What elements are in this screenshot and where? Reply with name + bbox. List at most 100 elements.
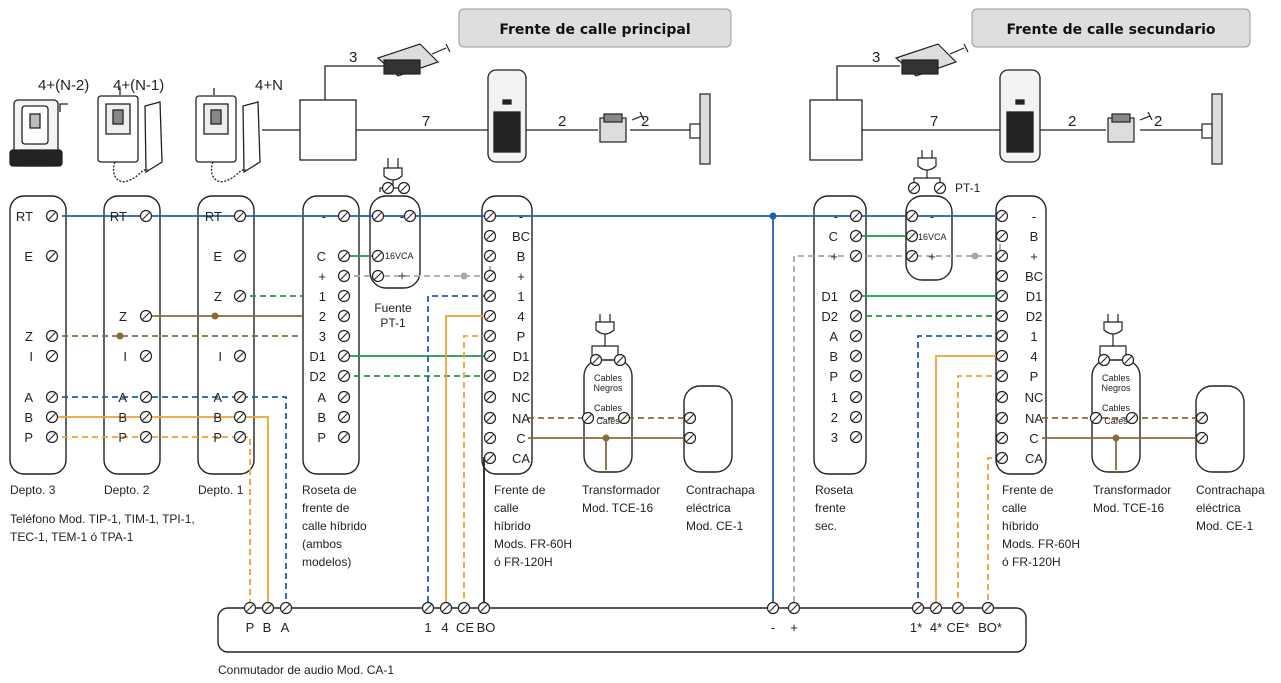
label-2a-left: 2 xyxy=(558,113,566,130)
trafo_left-cables-cafes-1: Cables xyxy=(594,403,623,413)
conmutador-terminal-5: CE xyxy=(456,620,474,635)
roseta_principal-terminal-2: + xyxy=(318,269,326,284)
caption-frente_principal-1: calle xyxy=(494,501,519,515)
fuente-left-plug-screw-b xyxy=(397,181,411,195)
conmutador-screw-1 xyxy=(261,601,275,615)
depto2-terminal-0: RT xyxy=(110,209,127,224)
frente_principal-terminal-2: B xyxy=(517,249,526,264)
roseta_principal-terminal-3: 1 xyxy=(319,289,326,304)
depto1-screw-4 xyxy=(233,390,247,404)
roseta_principal-screw-8 xyxy=(337,390,351,404)
fuente-top-right-icon xyxy=(894,43,969,77)
trafo_left-cables-cafes-2: Cafés xyxy=(596,416,620,426)
trafo_left-cables-negros-2: Negros xyxy=(593,383,623,393)
frente_secundario-terminal-3: BC xyxy=(1025,269,1043,284)
label-7-right: 7 xyxy=(930,113,938,130)
frente_secundario-screw-10 xyxy=(995,411,1009,425)
roseta-principal-box xyxy=(299,99,357,161)
roseta_principal-screw-3 xyxy=(337,289,351,303)
roseta_secundario-terminal-10: 3 xyxy=(831,430,838,445)
depto1-terminal-5: B xyxy=(213,410,222,425)
frente_secundario-screw-2 xyxy=(995,249,1009,263)
caption-chapa_left-2: Mod. CE-1 xyxy=(686,519,744,533)
chapa_left-screw-0 xyxy=(683,411,697,425)
trafo_left-plug-screw-b xyxy=(613,353,627,367)
depto1-terminal-0: RT xyxy=(205,209,222,224)
conmutador-terminal-12: BO* xyxy=(978,620,1002,635)
depto3-terminal-3: I xyxy=(29,349,33,364)
caption-chapa_right-0: Contrachapa xyxy=(1196,483,1265,497)
fuente-label-1: Fuente xyxy=(374,301,412,315)
roseta_secundario-terminal-9: 2 xyxy=(831,410,838,425)
caption-frente_secundario-1: calle xyxy=(1002,501,1027,515)
caption-chapa_left-0: Contrachapa xyxy=(686,483,755,497)
caption-chapa_right-2: Mod. CE-1 xyxy=(1196,519,1254,533)
strip-roseta-principal xyxy=(302,195,360,475)
roseta_secundario-screw-7 xyxy=(849,369,863,383)
frente_principal-screw-4 xyxy=(483,289,497,303)
frente_secundario-screw-9 xyxy=(995,390,1009,404)
strip-depto3 xyxy=(9,195,67,475)
fuente-right-screw-2 xyxy=(905,249,919,263)
roseta_secundario-screw-2 xyxy=(849,249,863,263)
fuente-left-screw-1 xyxy=(371,249,385,263)
conmutador-screw-4 xyxy=(439,601,453,615)
caption-telefono-2: TEC-1, TEM-1 ó TPA-1 xyxy=(10,530,134,544)
frente_secundario-terminal-12: CA xyxy=(1025,451,1043,466)
depto3-screw-1 xyxy=(45,249,59,263)
depto2-terminal-1: Z xyxy=(119,309,127,324)
frente_principal-screw-9 xyxy=(483,390,497,404)
caption-frente_principal-3: Mods. FR-60H xyxy=(494,537,572,551)
caption-conmutador: Conmutador de audio Mod. CA-1 xyxy=(218,663,394,677)
frente_principal-terminal-1: BC xyxy=(512,229,530,244)
caption-chapa_left-1: eléctrica xyxy=(686,501,731,515)
roseta_principal-terminal-6: D1 xyxy=(309,349,326,364)
caption-frente_principal-0: Frente de xyxy=(494,483,546,497)
frente_secundario-terminal-4: D1 xyxy=(1026,289,1043,304)
frente_secundario-terminal-10: NA xyxy=(1025,411,1043,426)
frente_secundario-terminal-8: P xyxy=(1030,369,1039,384)
roseta_principal-screw-4 xyxy=(337,309,351,323)
roseta_secundario-screw-6 xyxy=(849,349,863,363)
strip-chapa-right xyxy=(1195,385,1245,473)
depto3-terminal-5: B xyxy=(24,410,33,425)
roseta_principal-screw-6 xyxy=(337,349,351,363)
frente_principal-terminal-0: - xyxy=(519,209,523,224)
caption-roseta_secundario-1: frente xyxy=(815,501,846,515)
caption-trafo_left-1: Mod. TCE-16 xyxy=(582,501,653,515)
frente_secundario-screw-0 xyxy=(995,209,1009,223)
trafo-top-right-icon xyxy=(1107,111,1153,143)
conmutador-screw-10 xyxy=(929,601,943,615)
depto3-terminal-1: E xyxy=(24,249,33,264)
roseta_principal-screw-2 xyxy=(337,269,351,283)
fuente-label-2: PT-1 xyxy=(380,316,406,330)
fuente-left-screw-0 xyxy=(371,209,385,223)
label-2a-right: 2 xyxy=(1068,113,1076,130)
strip-roseta-secundario xyxy=(813,195,867,475)
conmutador-terminal-10: 4* xyxy=(930,620,942,635)
trafo_right-screw-na xyxy=(1089,411,1103,425)
roseta_principal-screw-1 xyxy=(337,249,351,263)
label-3-right: 3 xyxy=(872,49,880,66)
conmutador-terminal-4: 4 xyxy=(441,620,448,635)
roseta_secundario-screw-9 xyxy=(849,410,863,424)
depto3-screw-3 xyxy=(45,349,59,363)
frente_principal-screw-6 xyxy=(483,329,497,343)
roseta_principal-terminal-4: 2 xyxy=(319,309,326,324)
frente_principal-terminal-5: 4 xyxy=(517,309,524,324)
trafo_left-plug-screw-a xyxy=(589,353,603,367)
fuente-left-terminal-0: - xyxy=(400,209,404,224)
frente_secundario-screw-5 xyxy=(995,309,1009,323)
depto3-screw-0 xyxy=(45,209,59,223)
roseta_secundario-screw-3 xyxy=(849,289,863,303)
conmutador-terminal-0: P xyxy=(246,620,255,635)
caption-frente_secundario-3: Mods. FR-60H xyxy=(1002,537,1080,551)
roseta_principal-screw-5 xyxy=(337,329,351,343)
roseta_secundario-screw-8 xyxy=(849,390,863,404)
frente_principal-screw-1 xyxy=(483,229,497,243)
conmutador-screw-5 xyxy=(457,601,471,615)
frente_secundario-terminal-5: D2 xyxy=(1026,309,1043,324)
roseta_secundario-screw-5 xyxy=(849,329,863,343)
frente_secundario-terminal-7: 4 xyxy=(1030,349,1037,364)
